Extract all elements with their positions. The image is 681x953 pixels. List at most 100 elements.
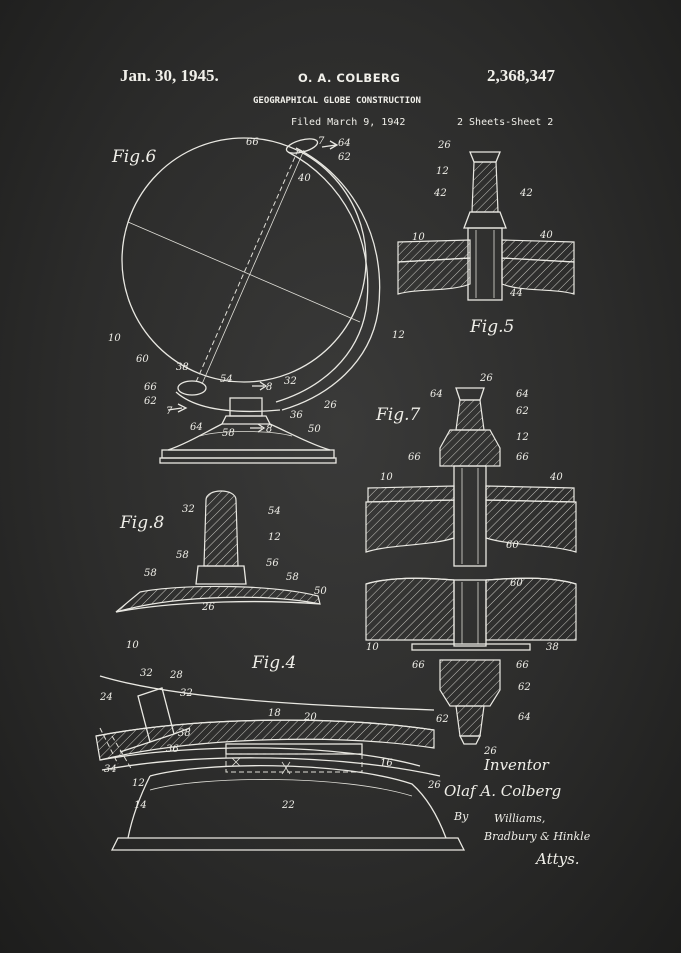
svg-text:10: 10 [380,472,393,483]
svg-text:36: 36 [290,410,303,421]
sheet-count: 2 Sheets-Sheet 2 [457,117,554,128]
svg-text:40: 40 [549,472,563,483]
attys-label: Attys. [534,850,580,868]
svg-text:58: 58 [176,550,189,561]
fig7-drawing: Fig.7 64 26 64 62 12 66 66 10 40 60 60 1… [365,373,577,757]
fig4-label: Fig.4 [251,653,296,673]
svg-text:62: 62 [144,396,157,407]
globe-sphere [121,137,367,383]
svg-text:20: 20 [303,712,317,723]
svg-text:60: 60 [136,354,149,365]
svg-text:32: 32 [182,504,195,515]
svg-text:18: 18 [268,708,281,719]
fig8-label: Fig.8 [119,513,165,533]
svg-text:24: 24 [99,692,113,703]
svg-text:26: 26 [427,780,441,791]
svg-text:26: 26 [483,746,497,757]
svg-text:10: 10 [412,232,425,243]
by-label: By [453,810,469,823]
svg-text:16: 16 [380,758,393,769]
svg-text:66: 66 [144,382,157,393]
svg-text:34: 34 [104,764,117,775]
stand-base [161,449,335,459]
attorney-line-2: Bradbury & Hinkle [483,830,591,843]
svg-text:28: 28 [169,670,183,681]
svg-text:22: 22 [281,800,295,811]
svg-text:62: 62 [518,682,531,693]
svg-text:66: 66 [246,137,259,148]
fig5-drawing: Fig.5 26 12 42 42 10 40 44 [397,140,575,337]
svg-text:60: 60 [506,540,519,551]
svg-text:64: 64 [338,138,351,149]
attorney-line-1: Williams, [494,812,545,825]
fig6-drawing: Fig.6 66 64 7 62 40 10 12 60 38 66 62 7 … [108,136,405,464]
svg-text:40: 40 [539,230,553,241]
svg-text:12: 12 [516,432,529,443]
svg-text:7: 7 [318,136,325,147]
svg-text:36: 36 [166,744,179,755]
svg-text:58: 58 [222,428,235,439]
svg-text:26: 26 [479,373,493,384]
svg-text:10: 10 [126,640,139,651]
svg-text:26: 26 [201,602,215,613]
meridian-ring-outer [281,147,381,411]
svg-text:54: 54 [220,374,233,385]
svg-text:8: 8 [266,424,272,435]
svg-text:12: 12 [436,166,449,177]
inventor-label: Inventor [483,756,550,774]
bottom-pivot [177,380,207,396]
svg-text:50: 50 [308,424,321,435]
svg-text:38: 38 [176,362,189,373]
svg-text:42: 42 [433,188,447,199]
fig6-label: Fig.6 [111,147,157,167]
svg-text:40: 40 [297,173,311,184]
svg-text:10: 10 [108,333,121,344]
fig8-drawing: Fig.8 32 54 12 58 56 58 58 50 26 [115,490,327,613]
globe-equator [127,221,361,323]
svg-text:66: 66 [408,452,421,463]
svg-text:44: 44 [509,288,523,299]
globe-axis [195,149,299,383]
patent-title: GEOGRAPHICAL GLOBE CONSTRUCTION [253,96,421,106]
svg-text:62: 62 [516,406,529,417]
svg-text:62: 62 [338,152,351,163]
svg-text:8: 8 [266,382,272,393]
svg-text:66: 66 [412,660,425,671]
svg-text:66: 66 [516,660,529,671]
svg-text:56: 56 [266,558,279,569]
ring-foot [175,391,281,413]
inventor-header: O. A. COLBERG [298,71,401,85]
svg-text:58: 58 [286,572,299,583]
svg-text:14: 14 [134,800,147,811]
svg-text:58: 58 [144,568,157,579]
fig7-label: Fig.7 [375,405,421,425]
svg-text:7: 7 [166,406,173,417]
filed-date: Filed March 9, 1942 [291,117,406,128]
fig4-drawing: Fig.4 10 32 28 24 32 38 36 18 20 34 12 1… [95,640,466,851]
svg-text:32: 32 [180,688,193,699]
svg-text:38: 38 [178,728,191,739]
svg-text:64: 64 [190,422,203,433]
svg-text:42: 42 [519,188,533,199]
patent-number: 2,368,347 [487,66,555,85]
svg-text:12: 12 [268,532,281,543]
meridian-ring-inner [275,151,369,403]
fig5-label: Fig.5 [469,317,514,337]
patent-date: Jan. 30, 1945. [120,66,219,85]
svg-text:66: 66 [516,452,529,463]
svg-text:12: 12 [132,778,145,789]
svg-text:50: 50 [314,586,327,597]
svg-text:64: 64 [516,389,529,400]
svg-text:26: 26 [437,140,451,151]
svg-text:64: 64 [518,712,531,723]
svg-text:32: 32 [140,668,153,679]
inventor-signature: Olaf A. Colberg [444,782,561,800]
svg-text:12: 12 [392,330,405,341]
svg-text:54: 54 [268,506,281,517]
svg-text:26: 26 [323,400,337,411]
svg-text:62: 62 [436,714,449,725]
svg-text:10: 10 [366,642,379,653]
svg-text:64: 64 [430,389,443,400]
